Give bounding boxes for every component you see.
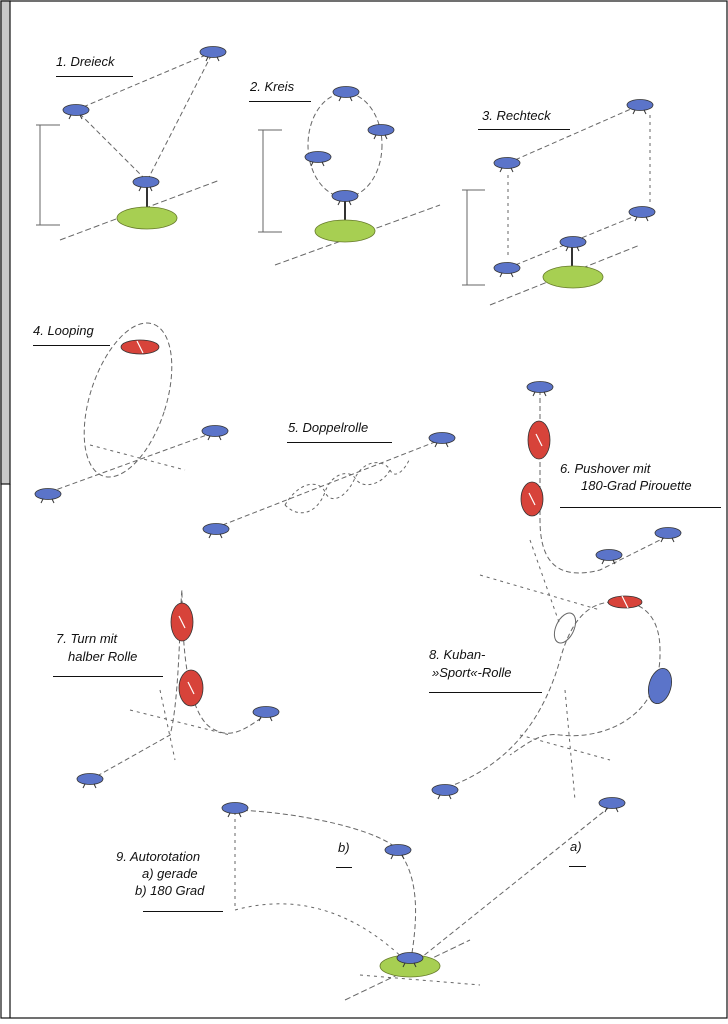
left-column-shade <box>0 0 11 485</box>
label-underline <box>143 911 223 912</box>
helicopter-icon <box>493 157 521 169</box>
label-turn-2: halber Rolle <box>68 649 138 664</box>
landing-pad-icon <box>542 265 604 289</box>
label-underline <box>33 345 110 346</box>
label-underline <box>429 692 542 693</box>
helicopter-markers <box>34 46 682 978</box>
helicopter-icon <box>431 784 459 796</box>
path-a <box>411 804 613 966</box>
figure-looping <box>49 322 216 493</box>
label-pushover-2: 180-Grad Pirouette <box>581 478 692 493</box>
label-underline <box>287 442 392 443</box>
label-kuban-2: »Sport«-Rolle <box>432 665 512 680</box>
helicopter-icon <box>526 381 554 393</box>
path-b <box>234 809 417 966</box>
helicopter-icon <box>201 425 229 437</box>
helicopter-icon <box>626 99 654 111</box>
loop-path <box>83 322 173 478</box>
helicopter-icon <box>595 549 623 561</box>
pushover-path <box>539 390 671 574</box>
figure-kuban <box>439 601 661 801</box>
helicopter-icon <box>132 176 160 188</box>
label-pushover-1: 6. Pushover mit <box>560 461 651 476</box>
helicopter-icon <box>304 151 332 163</box>
kuban-path <box>439 601 661 791</box>
figure-doppelrolle <box>214 439 441 529</box>
marker-underline <box>336 867 352 868</box>
label-rechteck: 3. Rechteck <box>482 108 551 123</box>
label-underline <box>560 507 721 508</box>
label-underline <box>478 129 570 130</box>
helicopter-icon <box>221 802 249 814</box>
figure-turn <box>89 589 271 781</box>
helicopter-icon <box>493 262 521 274</box>
helicopter-icon <box>384 844 412 856</box>
ground-line <box>274 204 441 266</box>
helicopter-icon <box>396 952 424 964</box>
circle-path <box>307 92 383 198</box>
rolled-helicopter-icon <box>647 667 673 705</box>
label-kreis: 2. Kreis <box>250 79 295 94</box>
label-autorotation-2: a) gerade <box>142 866 198 881</box>
helicopter-icon <box>428 432 456 444</box>
helicopter-icon <box>367 124 395 136</box>
helicopter-icon <box>34 488 62 500</box>
helicopter-icon <box>332 86 360 98</box>
label-autorotation-3: b) 180 Grad <box>135 883 205 898</box>
landing-pad-icon <box>314 219 376 243</box>
turn-path <box>89 589 271 781</box>
label-underline <box>249 101 311 102</box>
marker-b: b) <box>338 840 350 855</box>
roll-spiral <box>284 457 411 506</box>
ground-line <box>344 939 471 1001</box>
helicopter-icon <box>628 206 656 218</box>
label-underline <box>56 76 133 77</box>
triangle-path <box>75 51 215 182</box>
helicopter-icon <box>62 104 90 116</box>
figure-rectangle <box>462 104 651 306</box>
label-kuban-1: 8. Kuban- <box>429 647 486 662</box>
helicopter-icon <box>199 46 227 58</box>
helicopter-icon <box>202 523 230 535</box>
label-dreieck: 1. Dreieck <box>56 54 115 69</box>
landing-pad-icon <box>116 206 178 230</box>
marker-underline <box>569 866 586 867</box>
label-autorotation-1: 9. Autorotation <box>116 849 201 864</box>
helicopter-icon <box>559 236 587 248</box>
helicopter-icon <box>76 773 104 785</box>
helicopter-icon <box>331 190 359 202</box>
label-turn-1: 7. Turn mit <box>56 631 118 646</box>
label-doppelrolle: 5. Doppelrolle <box>288 420 369 435</box>
marker-a: a) <box>570 839 582 854</box>
helicopter-icon <box>252 706 280 718</box>
figure-pushover <box>479 390 671 626</box>
helicopter-icon <box>654 527 682 539</box>
label-looping: 4. Looping <box>33 323 94 338</box>
label-underline <box>53 676 163 677</box>
helicopter-icon <box>598 797 626 809</box>
